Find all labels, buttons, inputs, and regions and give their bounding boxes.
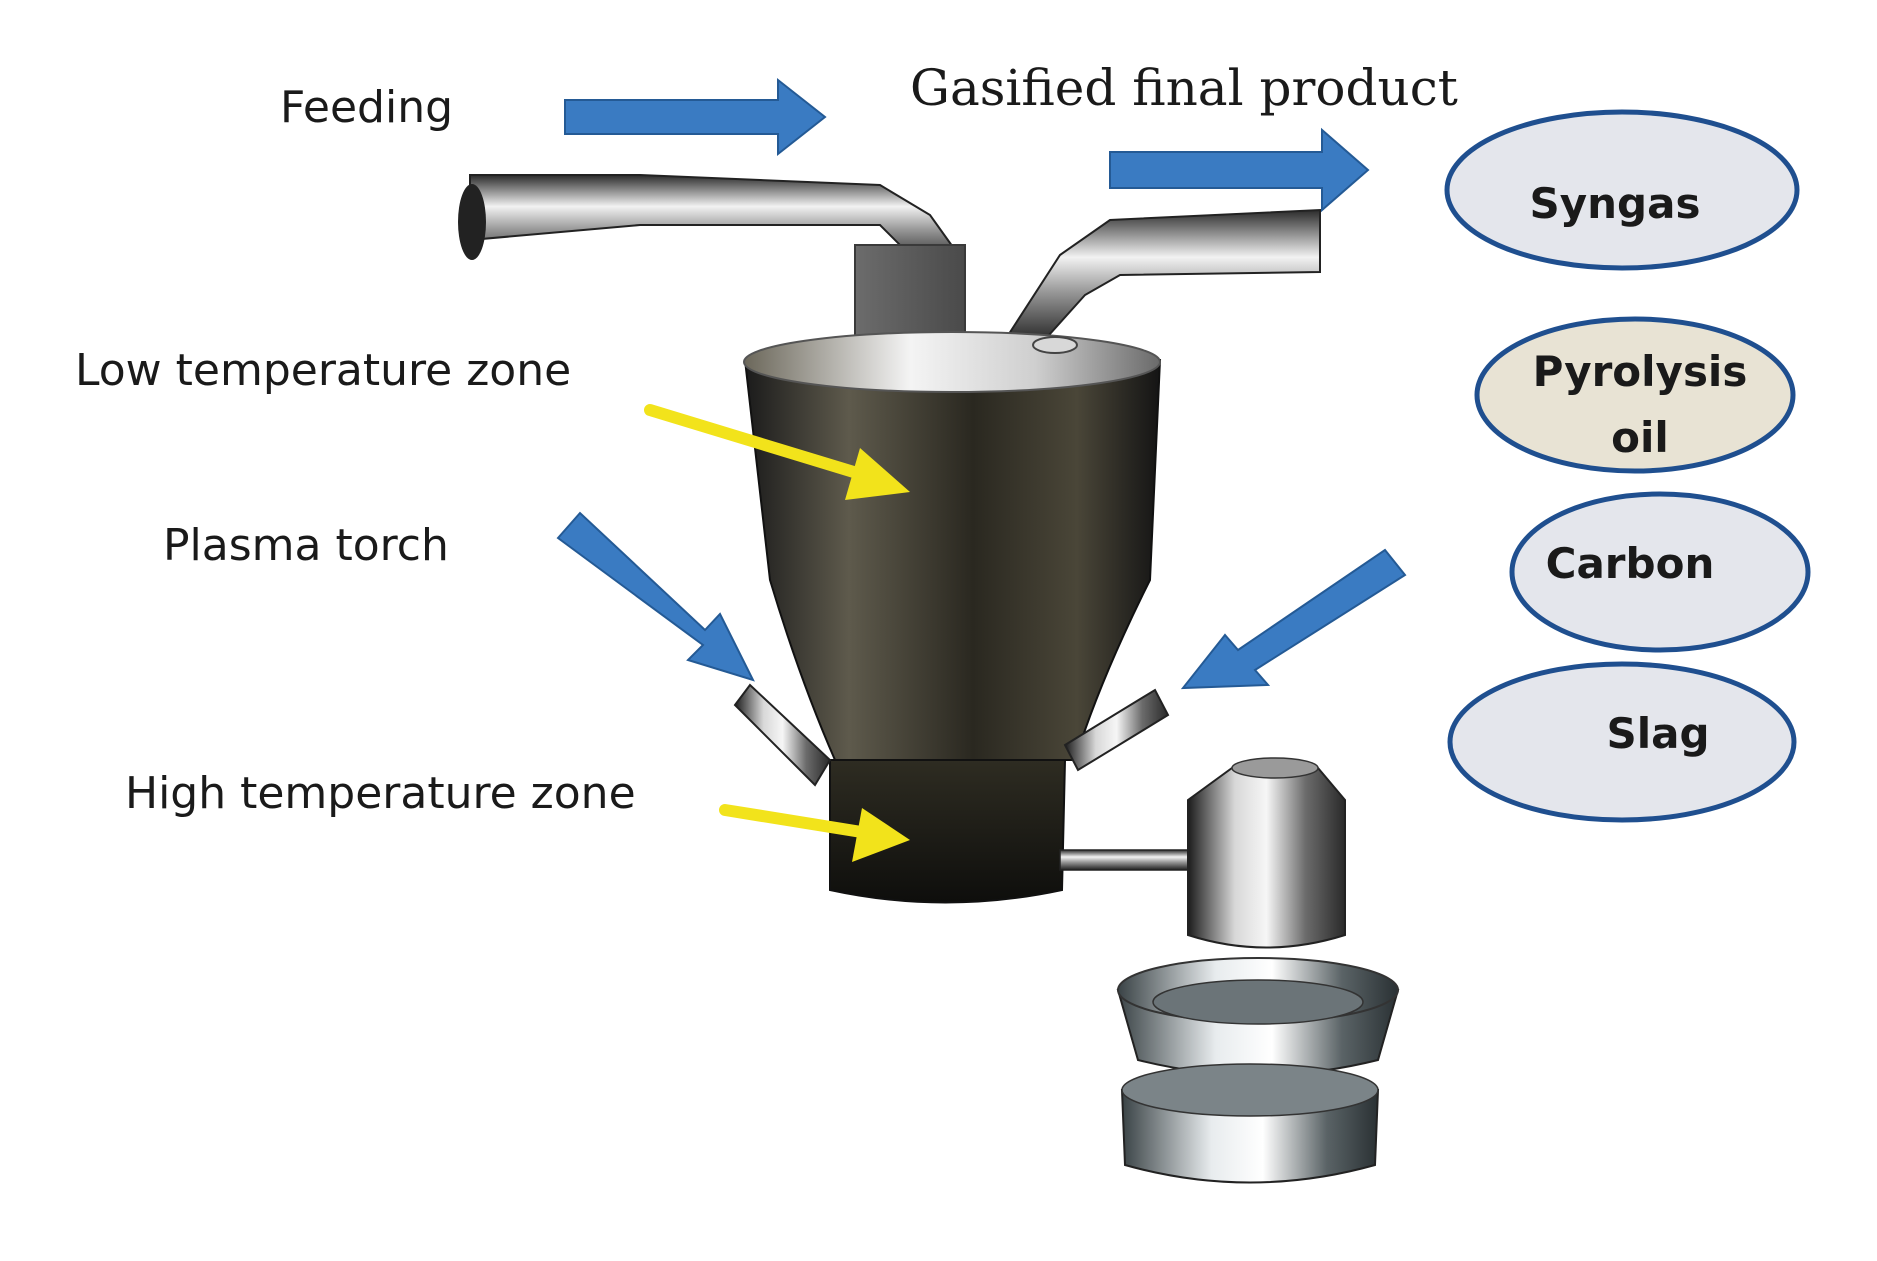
plasma-torch-right [1063,688,1170,772]
slag-disc-bottom [1120,1063,1380,1184]
product-oil-label: oil [1611,413,1669,462]
feeding-pipe [458,174,957,267]
feeding-label: Feeding [280,82,453,133]
side-pipe [1059,849,1201,871]
low-zone-arrow [644,404,910,500]
low-temperature-zone-label: Low temperature zone [75,345,571,396]
feed-box [854,244,966,346]
high-temperature-zone-label: High temperature zone [125,768,636,819]
plasma-torch-arrow-left [556,511,755,682]
product-oval-carbon: Carbon [1509,491,1811,653]
high-zone-arrow [719,804,910,862]
product-syngas-label: Syngas [1530,179,1701,228]
product-oval-syngas: Syngas [1444,109,1800,271]
product-carbon-label: Carbon [1546,539,1715,588]
product-oval-slag: Slag [1447,661,1797,823]
feeding-arrow [564,77,827,157]
product-oval-pyrolysis-oil: Pyrolysis oil [1474,316,1796,474]
plasma-torch-label: Plasma torch [163,520,449,571]
slag-disc-top [1116,957,1400,1076]
collector-vessel [1187,757,1346,949]
product-pyrolysis-label: Pyrolysis [1533,347,1748,396]
reactor-vessel [743,331,1162,904]
plasma-torch-left [733,683,832,787]
gasified-product-label: Gasified final product [910,59,1458,117]
plasma-torch-arrow-right [1180,548,1407,690]
product-slag-label: Slag [1606,709,1709,758]
gas-outlet-arrow [1109,127,1370,213]
gas-outlet-pipe [1003,208,1321,347]
